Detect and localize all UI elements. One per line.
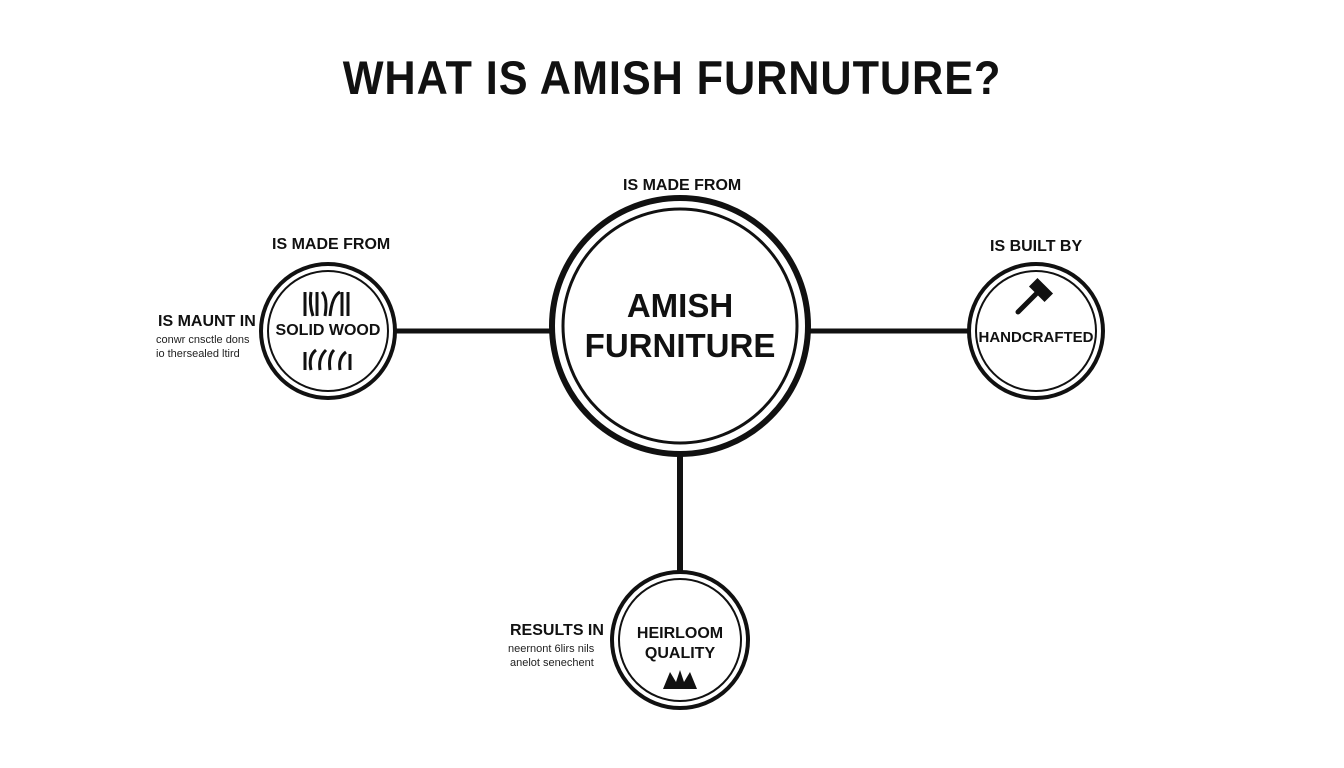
wood-grain-icon [303, 290, 352, 371]
center-node-title: AMISH FURNITURE [560, 286, 800, 366]
bottom-side-line2: anelot senechent [510, 657, 594, 669]
center-caption: IS MADE FROM [623, 177, 742, 194]
bottom-label-line1: HEIRLOOM [636, 625, 724, 642]
page-title: WHAT IS AMISH FURNUTURE? [342, 51, 1002, 104]
center-title-line2: FURNITURE [584, 327, 776, 364]
hammer-icon [1015, 277, 1054, 315]
left-node [259, 262, 397, 400]
right-node [967, 262, 1105, 400]
center-node [549, 195, 811, 457]
center-title-line1: AMISH [626, 287, 734, 324]
bottom-side-heading: RESULTS IN [510, 622, 604, 639]
right-caption: IS BUILT BY [990, 238, 1083, 255]
bottom-node-label: HEIRLOOM QUALITY [620, 624, 740, 664]
left-caption: IS MADE FROM [272, 236, 391, 253]
bottom-node [610, 570, 750, 710]
crown-icon [663, 670, 697, 689]
right-node-label: HANDCRAFTED [978, 329, 1094, 346]
left-node-label: SOLID WOOD [275, 322, 381, 339]
left-side-line1: conwr cnsctle dons [156, 334, 250, 346]
left-side-heading: IS MAUNT IN [158, 313, 256, 330]
left-side-line2: io thersealed ltird [156, 348, 240, 360]
bottom-label-line2: QUALITY [644, 645, 716, 662]
bottom-side-line1: neernont 6lirs nils [508, 643, 595, 655]
